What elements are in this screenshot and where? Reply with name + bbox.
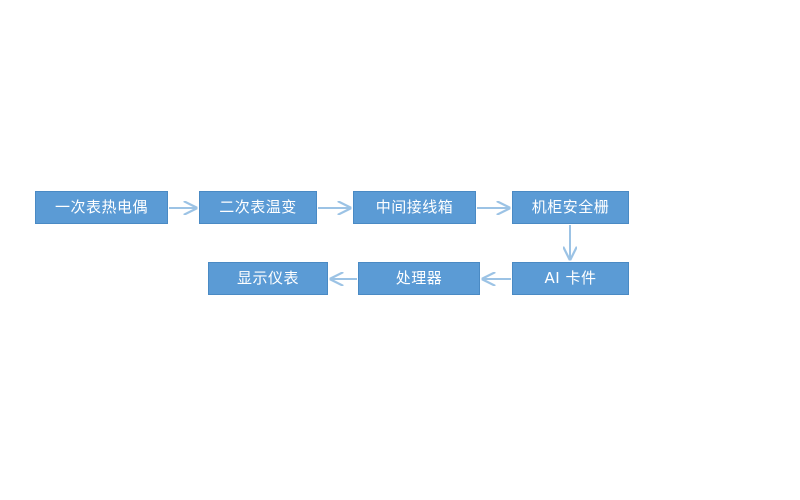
node-label: AI 卡件 [544,269,597,287]
node-primary-thermocouple[interactable]: 一次表热电偶 [35,191,168,224]
node-cabinet-safety-barrier[interactable]: 机柜安全栅 [512,191,629,224]
node-label: 中间接线箱 [375,198,454,216]
node-processor[interactable]: 处理器 [358,262,480,295]
node-label: 显示仪表 [236,269,299,287]
node-junction-box[interactable]: 中间接线箱 [353,191,476,224]
node-label: 机柜安全栅 [531,198,610,216]
node-display-instrument[interactable]: 显示仪表 [208,262,328,295]
node-label: 一次表热电偶 [54,198,148,216]
node-ai-card[interactable]: AI 卡件 [512,262,629,295]
node-secondary-transmitter[interactable]: 二次表温变 [199,191,317,224]
node-label: 二次表温变 [219,198,297,216]
node-label: 处理器 [395,269,443,287]
